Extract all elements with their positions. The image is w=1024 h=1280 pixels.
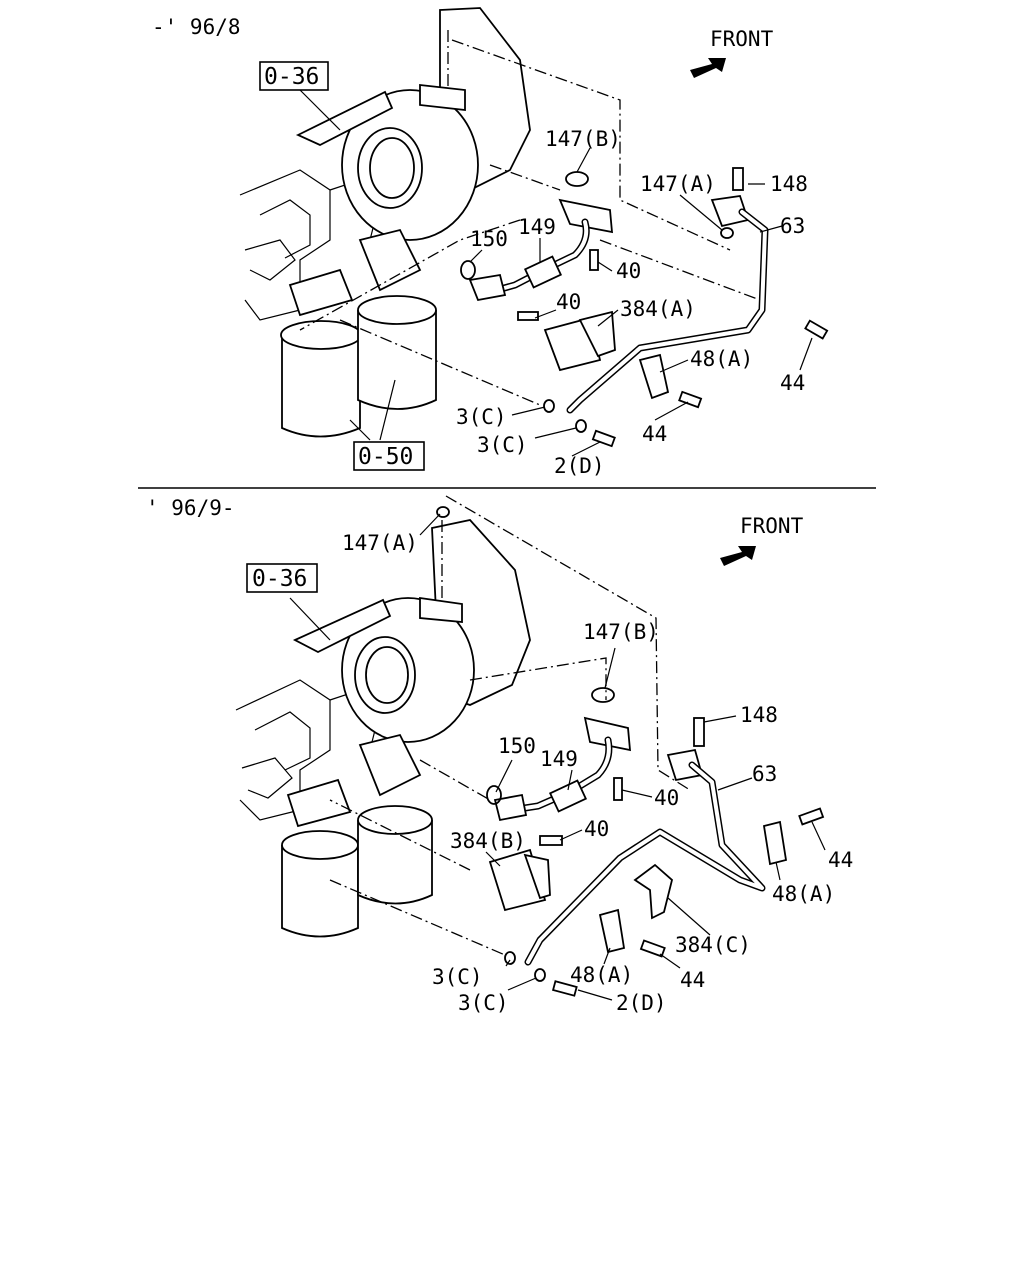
clip-48a-lower (598, 908, 626, 954)
ref-box-0-36 (259, 61, 329, 91)
callout-44-b: 44 (680, 968, 705, 992)
callout-147b: 147(B) (583, 620, 659, 644)
callout-44-b: 44 (642, 422, 667, 446)
callout-2d: 2(D) (554, 454, 605, 478)
oil-filters (281, 733, 433, 938)
callout-40-a: 40 (616, 259, 641, 283)
front-arrow-icon (720, 546, 756, 566)
clip-48a (638, 353, 670, 400)
bolts (517, 167, 829, 448)
connection-lines (299, 30, 761, 406)
callout-149: 149 (518, 215, 556, 239)
front-arrow-icon (690, 58, 726, 78)
oil-feed-pipe-63 (524, 748, 766, 966)
callout-3c-a: 3(C) (456, 405, 507, 429)
oil-feed-pipe-63 (566, 195, 769, 414)
bracket-384c (633, 863, 674, 920)
ref-0-50-label: 0-50 (358, 444, 413, 470)
callout-44-a: 44 (780, 371, 805, 395)
callout-384c: 384(C) (675, 933, 751, 957)
front-label: FRONT (710, 27, 774, 51)
callout-147a: 147(A) (640, 172, 716, 196)
bracket-384b (488, 848, 551, 912)
seals (460, 171, 734, 433)
clip-48a-upper (762, 820, 788, 866)
oil-return-pipe-149 (468, 198, 614, 302)
panel-top: -' 96/8 FRONT (152, 7, 829, 478)
oil-filters (280, 228, 437, 438)
ref-box-0-50 (353, 441, 425, 471)
callout-3c-b: 3(C) (458, 991, 509, 1015)
ref-0-36-label: 0-36 (252, 566, 307, 592)
leader-lines (299, 89, 813, 457)
callout-384b: 384(B) (450, 829, 526, 853)
callout-40-b: 40 (556, 290, 581, 314)
callout-48a: 48(A) (690, 347, 753, 371)
date-range-label: ' 96/9- (146, 496, 235, 520)
callout-150: 150 (498, 734, 536, 758)
front-label: FRONT (740, 514, 804, 538)
callout-147a: 147(A) (342, 531, 418, 555)
connection-lines (329, 495, 691, 956)
callout-48a-lower: 48(A) (570, 963, 633, 987)
callout-3c-a: 3(C) (432, 965, 483, 989)
seals (436, 506, 615, 982)
oil-return-pipe-149 (493, 716, 632, 822)
callout-384a: 384(A) (620, 297, 696, 321)
callout-40-b: 40 (584, 817, 609, 841)
leader-lines (289, 513, 826, 1001)
callout-63: 63 (752, 762, 777, 786)
ref-0-36-label: 0-36 (264, 64, 319, 90)
date-range-label: -' 96/8 (152, 15, 241, 39)
turbocharger (292, 519, 531, 743)
bracket-384a (543, 310, 616, 372)
callout-3c-b: 3(C) (477, 433, 528, 457)
callout-149: 149 (540, 747, 578, 771)
callout-2d: 2(D) (616, 991, 667, 1015)
bolts (539, 717, 825, 997)
turbocharger (295, 7, 531, 241)
callout-48a-upper: 48(A) (772, 882, 835, 906)
callout-150: 150 (470, 227, 508, 251)
ref-box-0-36 (246, 563, 318, 593)
callout-40-a: 40 (654, 786, 679, 810)
callout-147b: 147(B) (545, 127, 621, 151)
callout-148: 148 (740, 703, 778, 727)
callout-44-a: 44 (828, 848, 853, 872)
callout-63: 63 (780, 214, 805, 238)
callouts-top: 147(B) 147(A) 148 63 150 149 40 40 384(A… (456, 127, 808, 478)
panel-bottom: ' 96/9- FRONT (146, 495, 853, 1015)
callouts-bottom: 147(A) 147(B) 148 63 150 149 40 40 384(B… (342, 531, 853, 1015)
callout-148: 148 (770, 172, 808, 196)
